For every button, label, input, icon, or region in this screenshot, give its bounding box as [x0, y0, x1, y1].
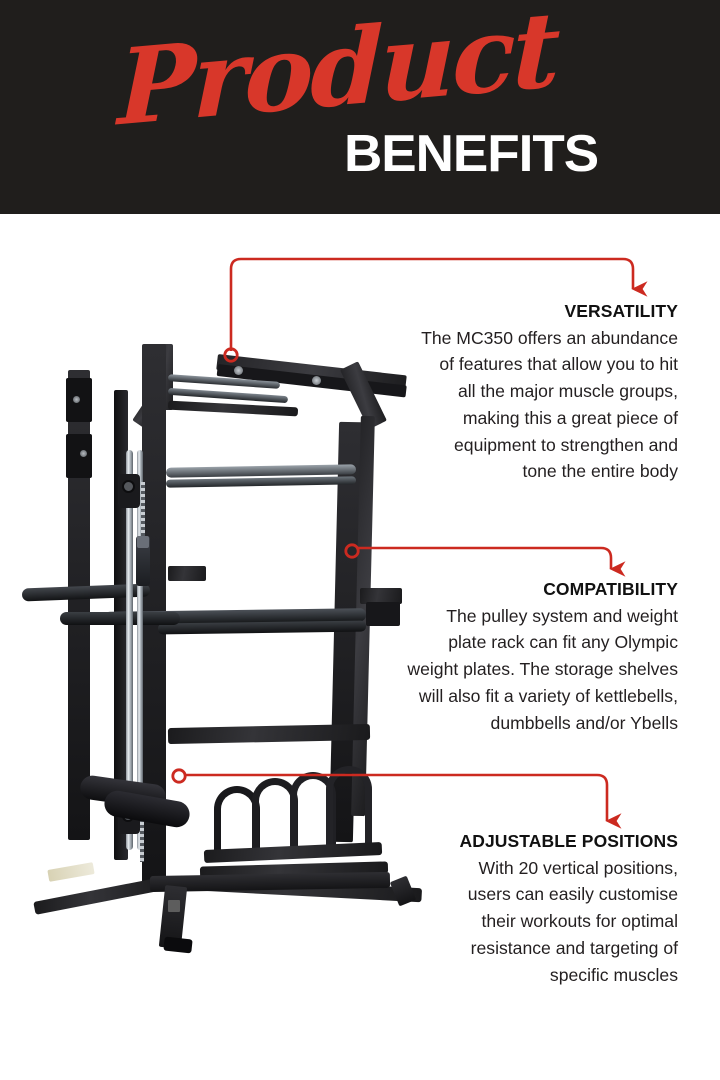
callout-title-versatility: VERSATILITY: [564, 301, 678, 321]
rack-shelf-bar-upper: [165, 464, 357, 478]
rack-shelf-bar-upper2: [165, 476, 357, 488]
base-beam-left: [33, 876, 170, 915]
rack-upper-crossbar-3: [167, 400, 299, 417]
base-front-foot-pad: [163, 936, 193, 954]
bolt-left-2: [80, 450, 87, 457]
right-peg-upper: [360, 588, 402, 604]
callout-body-adjustable-positions: With 20 vertical positions, users can ea…: [467, 857, 678, 985]
callout-body-compatibility: The pulley system and weight plate rack …: [407, 605, 678, 733]
smith-guide-rod-left: [126, 450, 133, 850]
left-peg-mid: [168, 566, 206, 581]
callout-title-compatibility: COMPATIBILITY: [543, 579, 678, 599]
base-label-sticker: [47, 862, 95, 882]
rack-post-far-left-plate2: [66, 434, 92, 478]
bolt-left-1: [73, 396, 80, 403]
smith-guide-rod-right: [137, 450, 143, 850]
lower-pulley-chain: [140, 816, 144, 862]
pulley-wheel: [122, 480, 135, 493]
right-peg-lower: [366, 602, 400, 626]
callout-body-versatility: The MC350 offers an abundance of feature…: [421, 327, 678, 482]
callout-compatibility: COMPATIBILITY The pulley system and weig…: [378, 578, 678, 736]
header-main-word: BENEFITS: [344, 125, 599, 183]
pulley-handle-attachment: [136, 536, 150, 586]
callout-versatility: VERSATILITY The MC350 offers an abundanc…: [378, 300, 678, 485]
bolt-top-1: [234, 366, 243, 375]
plate-holder-arm-lower: [60, 612, 180, 625]
rack-post-far-left: [68, 370, 90, 840]
product-image: [18, 330, 438, 954]
header-banner: Product BENEFITS: [0, 0, 720, 214]
bolt-top-2: [312, 376, 321, 385]
pulley-chain: [141, 482, 145, 538]
callout-title-adjustable-positions: ADJUSTABLE POSITIONS: [459, 831, 678, 851]
pulley-handle-strap: [137, 536, 149, 548]
plate-rack-arch-4: [326, 766, 372, 854]
base-foot-sticker: [168, 900, 180, 912]
callout-adjustable-positions: ADJUSTABLE POSITIONS With 20 vertical po…: [378, 830, 678, 988]
header-script-word: Product: [116, 0, 559, 150]
